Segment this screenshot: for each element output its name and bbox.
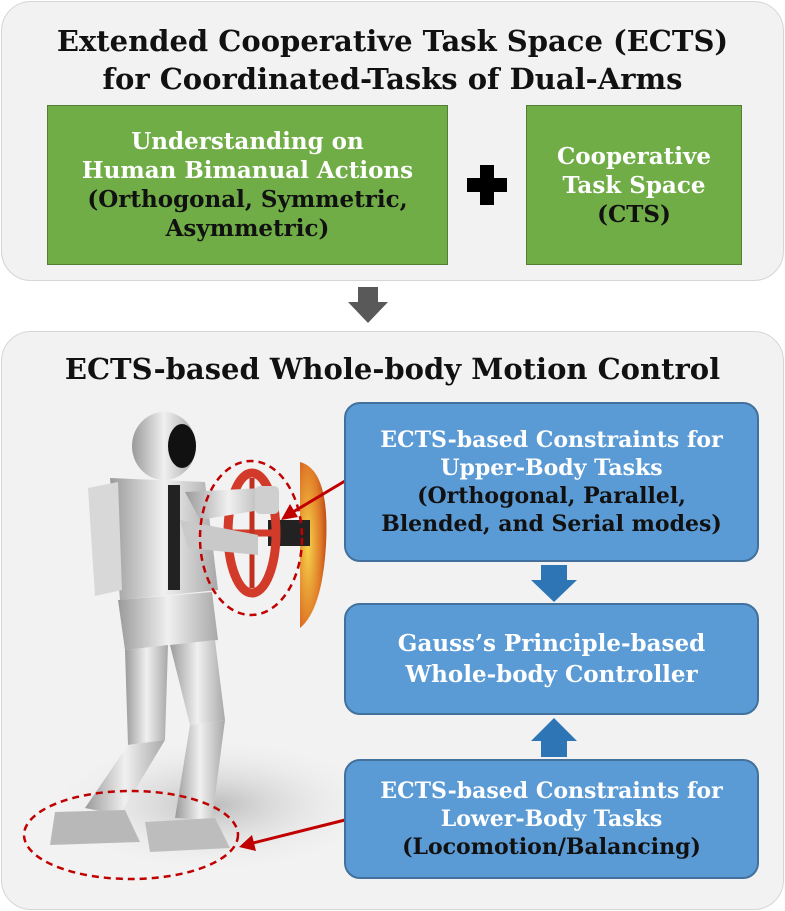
- lower-red-arrow: [252, 818, 346, 845]
- bimanual-line3: (Orthogonal, Symmetric,: [87, 186, 408, 213]
- upper-line3: (Orthogonal, Parallel,: [417, 483, 686, 509]
- upper-line1: ECTS-based Constraints for: [380, 427, 723, 453]
- ects-title-line1: Extended Cooperative Task Space (ECTS): [56, 24, 729, 58]
- feet-highlight: [22, 789, 240, 881]
- upper-line4: Blended, and Serial modes): [381, 511, 722, 537]
- cts-line1: Cooperative: [556, 142, 712, 170]
- gauss-line2: Whole-body Controller: [405, 661, 698, 688]
- lower-line2: Lower-Body Tasks: [440, 806, 663, 832]
- hands-highlight: [198, 459, 304, 617]
- ects-title: Extended Cooperative Task Space (ECTS) f…: [2, 22, 783, 98]
- gauss-line1: Gauss’s Principle-based: [397, 630, 706, 657]
- cts-box: Cooperative Task Space (CTS): [526, 105, 742, 265]
- cts-line3: (CTS): [597, 200, 671, 228]
- blue-up-arrow-icon: [531, 718, 577, 757]
- ects-panel: Extended Cooperative Task Space (ECTS) f…: [1, 1, 784, 281]
- robot-illustration: [50, 412, 279, 852]
- control-title: ECTS-based Whole-body Motion Control: [64, 352, 721, 386]
- upper-line2: Upper-Body Tasks: [440, 455, 663, 481]
- upper-body-constraints-box: ECTS-based Constraints for Upper-Body Ta…: [344, 402, 759, 562]
- gauss-controller-box: Gauss’s Principle-based Whole-body Contr…: [344, 603, 759, 715]
- bimanual-line1: Understanding on: [131, 128, 364, 155]
- lower-line1: ECTS-based Constraints for: [380, 778, 723, 804]
- upper-red-arrowhead: [281, 504, 298, 520]
- lower-line3: (Locomotion/Balancing): [402, 834, 701, 860]
- bimanual-actions-box: Understanding on Human Bimanual Actions …: [47, 105, 448, 265]
- blue-down-arrow-icon: [531, 565, 577, 602]
- upper-red-arrow: [292, 479, 346, 514]
- bimanual-line2: Human Bimanual Actions: [81, 157, 414, 184]
- plus-icon-bar: [467, 178, 507, 192]
- bimanual-line4: Asymmetric): [165, 215, 330, 242]
- lower-red-arrowhead: [239, 835, 256, 851]
- cts-line2: Task Space: [562, 171, 706, 199]
- down-arrow-icon: [348, 287, 388, 323]
- ects-title-line2: for Coordinated-Tasks of Dual-Arms: [102, 62, 683, 96]
- lower-body-constraints-box: ECTS-based Constraints for Lower-Body Ta…: [344, 759, 759, 879]
